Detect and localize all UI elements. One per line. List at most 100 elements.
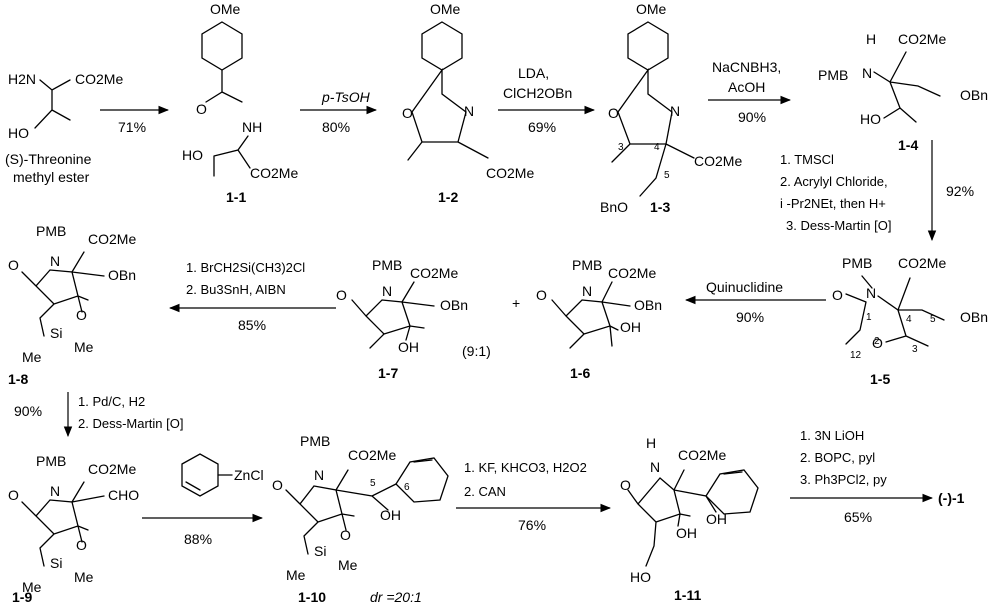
oh-b-1-11: OH (676, 525, 697, 541)
me-b-1-9: Me (22, 579, 42, 595)
bicycle-1-8 (21, 251, 105, 337)
o-1-8: O (8, 257, 19, 273)
step11-line2: 2. BOPC, pyl (800, 450, 875, 465)
o-1-3: O (608, 105, 619, 121)
o-1-11: O (620, 477, 631, 493)
ho-1-11: HO (630, 569, 651, 585)
pmb-1-6: PMB (572, 257, 602, 273)
o-1-6: O (536, 287, 547, 303)
me-b-1-10: Me (286, 567, 306, 583)
num-5-1-10: 5 (370, 478, 376, 489)
o2-1-10: O (340, 527, 351, 543)
co2me-1-11: CO2Me (678, 447, 726, 463)
o-1-2: O (402, 105, 413, 121)
pmb-1-4: PMB (818, 67, 848, 83)
step8-yield: 90% (14, 403, 42, 419)
num-3-1-3: 3 (618, 142, 624, 153)
step10-line1: 1. KF, KHCO3, H2O2 (464, 460, 587, 475)
step3-yield: 69% (528, 119, 556, 135)
pmb-1-7: PMB (372, 257, 402, 273)
bicycle-1-10 (285, 469, 397, 555)
h-1-11: H (646, 435, 656, 451)
si-1-10: Si (314, 543, 326, 559)
amide-bonds-1-1 (205, 69, 243, 103)
compound-1-3: OMe O N 3 4 5 CO2Me BnO 1-3 (600, 1, 742, 215)
co2me-1-9: CO2Me (88, 461, 136, 477)
step3-reagent2: ClCH2OBn (503, 85, 572, 101)
cyclohexene-1-10 (395, 457, 449, 503)
step10-yield: 76% (518, 517, 546, 533)
step4-reagent2: AcOH (728, 79, 765, 95)
co2me-1-8: CO2Me (88, 231, 136, 247)
oxazoline-1-2 (407, 67, 489, 161)
threonine-methyl-ester: H2N HO CO2Me (S)-Threonine methyl ester (5, 71, 123, 185)
final-product-label: (-)-1 (938, 490, 965, 506)
oh-1-10: OH (380, 507, 401, 523)
zncl-label: ZnCl (234, 467, 264, 483)
step6-yield: 90% (736, 309, 764, 325)
pmb-1-9: PMB (36, 453, 66, 469)
label-1-1: 1-1 (226, 189, 246, 205)
ome-1-2: OMe (430, 1, 461, 17)
step2-yield: 80% (322, 119, 350, 135)
cho-1-9: CHO (108, 487, 139, 503)
backbone-1-1 (213, 135, 251, 177)
lactam-1-6 (551, 281, 631, 349)
compound-1-4: H CO2Me PMB N OBn HO 1-4 (818, 31, 988, 153)
label-1-11: 1-11 (674, 587, 701, 603)
oh-a-1-11: OH (706, 511, 727, 527)
label-1-8: 1-8 (8, 371, 28, 387)
co2me-1-5: CO2Me (898, 255, 946, 271)
step11-line1: 1. 3N LiOH (800, 428, 864, 443)
step5-line1: 1. TMSCl (780, 152, 834, 167)
label-1-9: 1-9 (12, 589, 32, 605)
obn-1-8: OBn (108, 267, 136, 283)
num-5-1-5: 5 (930, 314, 936, 325)
oxazoline-1-3 (611, 67, 695, 197)
isomer-ratio: (9:1) (462, 343, 491, 359)
cyclohexene-ring (181, 453, 219, 497)
pmb-1-10: PMB (300, 433, 330, 449)
me-a-1-10: Me (338, 557, 358, 573)
num-2-1-5: 2 (874, 336, 880, 347)
h-1-4: H (866, 31, 876, 47)
label-1-3: 1-3 (650, 199, 670, 215)
label-1-2: 1-2 (438, 189, 458, 205)
compound-1-1: OMe O NH HO CO2Me 1-1 (182, 1, 298, 205)
n-1-6: N (582, 283, 592, 299)
h2n-label: H2N (8, 71, 36, 87)
si-1-9: Si (50, 555, 62, 571)
cyclohexenylzinc-reagent: ZnCl (181, 453, 264, 497)
num-4-1-3: 4 (654, 142, 660, 153)
step11-line3: 3. Ph3PCl2, py (800, 472, 887, 487)
me-b-1-8: Me (22, 349, 42, 365)
obn-1-5: OBn (960, 309, 988, 325)
n-1-7: N (382, 283, 392, 299)
co2me-label: CO2Me (75, 71, 123, 87)
compound-1-9: PMB CO2Me O N CHO O Si Me Me 1-9 (8, 453, 139, 605)
label-1-4: 1-4 (898, 137, 918, 153)
step8-line1: 1. Pd/C, H2 (78, 394, 145, 409)
n-1-9: N (50, 483, 60, 499)
ho-1-1: HO (182, 147, 203, 163)
nh-1-1: NH (242, 119, 262, 135)
me-a-1-8: Me (74, 339, 94, 355)
num-12-1-5: 12 (850, 350, 862, 361)
step8-line2: 2. Dess-Martin [O] (78, 416, 183, 431)
num-4-1-5: 4 (906, 314, 912, 325)
co2me-1-7: CO2Me (410, 265, 458, 281)
sm-name-line2: methyl ester (13, 169, 90, 185)
step5-line3: i -Pr2NEt, then H+ (780, 196, 886, 211)
bno-1-3: BnO (600, 199, 628, 215)
step9-yield: 88% (184, 531, 212, 547)
o2-1-9: O (76, 537, 87, 553)
o-1-10: O (272, 477, 283, 493)
n-1-11: N (650, 459, 660, 475)
o-1-7: O (336, 287, 347, 303)
n-1-4: N (862, 65, 872, 81)
backbone-1-4 (873, 51, 941, 123)
step7-line2: 2. Bu3SnH, AIBN (186, 282, 286, 297)
threonine-bonds (34, 79, 71, 129)
co2me-1-1: CO2Me (250, 165, 298, 181)
